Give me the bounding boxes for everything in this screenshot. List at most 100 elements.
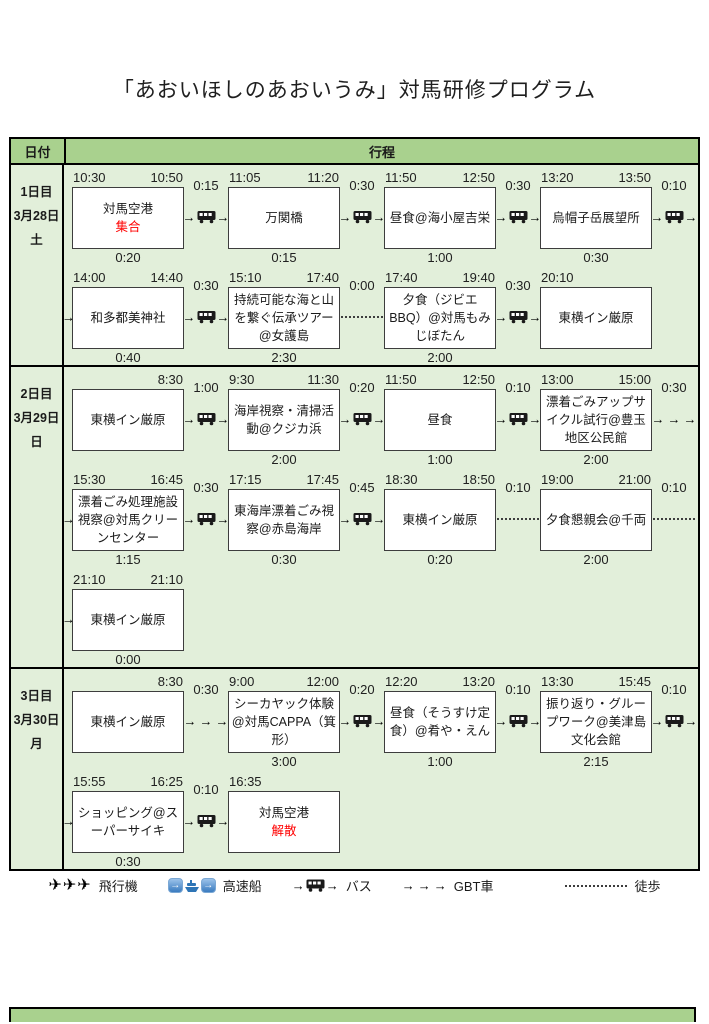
bus-icon — [197, 311, 215, 324]
arrow-icon: → — [216, 511, 230, 527]
transfer-duration: 0:00 — [349, 278, 375, 293]
transfer-duration: 0:10 — [661, 480, 687, 495]
arrow-icon: → — [182, 511, 196, 527]
activity-end-time: 10:50 — [150, 170, 183, 185]
plane-icon: ✈✈✈ — [48, 877, 91, 894]
arrow-icon: → — [401, 878, 415, 893]
transfer-bus: 0:10→→ — [494, 669, 542, 769]
day-label-line: 3月28日 — [13, 208, 60, 223]
transfer-bus: 0:20→→ — [339, 367, 386, 467]
activity-box: ショッピング@スーパーサイキ — [72, 791, 184, 853]
arrow-icon: → — [215, 713, 229, 729]
transfer-duration: 0:30 — [193, 480, 219, 495]
activity-start-time: 16:35 — [229, 774, 262, 789]
activity-times: 8:30 — [72, 367, 184, 389]
walk-dots-icon — [341, 316, 383, 318]
transfer-duration: 0:20 — [349, 380, 375, 395]
activity-box: 持続可能な海と山を繋ぐ伝承ツアー@女護島 — [228, 287, 340, 349]
transfer-icon-row: →→ — [495, 311, 542, 324]
arrow-icon: → — [291, 878, 305, 893]
activity-duration: 3:00 — [271, 754, 297, 769]
transfer-bus: 1:00→→ — [183, 367, 230, 467]
transfer-duration: 0:30 — [661, 380, 687, 395]
activity-card: 8:30 東横イン厳原 — [72, 669, 184, 772]
arrow-icon: → — [650, 713, 664, 729]
transfer-icon-row: →→ — [339, 715, 386, 728]
activity-label: 昼食 — [427, 412, 453, 427]
arrow-icon: → — [417, 878, 431, 893]
bus-icon: →→ — [292, 879, 339, 892]
next-page-header-strip — [9, 1007, 696, 1022]
transfer-icon-row: →→ — [183, 211, 230, 224]
bus-icon — [509, 413, 527, 426]
transfer-icon-row: →→ — [183, 311, 230, 324]
activity-label: 昼食（そうすけ定食）@肴や・えん — [389, 705, 491, 738]
activity-duration: 2:00 — [427, 350, 453, 365]
activity-label: 対馬空港 — [258, 805, 309, 820]
table-header-row: 日付 行程 — [11, 139, 698, 165]
activity-end-time: 16:25 — [150, 774, 183, 789]
activity-duration: 0:30 — [583, 250, 609, 265]
bus-icon — [306, 879, 325, 892]
activity-start-time: 10:30 — [73, 170, 106, 185]
transfer-duration: 0:10 — [661, 178, 687, 193]
transfer-duration: 0:10 — [505, 480, 531, 495]
ferry-arrow-icon: → — [167, 878, 183, 893]
activity-box: 夕食懇親会@千両 — [540, 489, 652, 551]
activity-start-time: 13:20 — [541, 170, 574, 185]
activity-times: 16:35 — [228, 769, 340, 791]
activity-duration: 1:00 — [427, 754, 453, 769]
activity-end-time: 14:40 — [150, 270, 183, 285]
activity-start-time: 13:00 — [541, 372, 574, 387]
transfer-icon-row: →→ — [650, 713, 698, 729]
activity-label: 夕食懇親会@千両 — [545, 512, 647, 527]
activity-box: 昼食@海小屋吉栄 — [384, 187, 496, 249]
activity-end-time: 8:30 — [157, 674, 183, 689]
arrow-icon: → — [528, 713, 542, 729]
transfer-duration: 0:15 — [193, 178, 219, 193]
bus-icon — [509, 211, 527, 224]
activity-start-time: 13:30 — [541, 674, 574, 689]
transfer-gbt: 0:30 →→→ — [184, 669, 229, 769]
activity-end-time: 8:30 — [157, 372, 183, 387]
ship-icon — [184, 879, 199, 892]
activity-end-time: 12:50 — [462, 372, 495, 387]
transfer-duration: 0:10 — [661, 682, 687, 697]
transfer-duration: 0:20 — [349, 682, 375, 697]
continuation-arrow-icon: → — [62, 813, 75, 829]
legend-item-walk: 徒歩 — [565, 876, 661, 895]
activity-duration: 1:15 — [115, 552, 141, 567]
arrow-icon: → — [494, 713, 508, 729]
activity-start-time: 19:00 — [541, 472, 574, 487]
activity-start-time: 11:50 — [385, 372, 417, 387]
bus-icon — [509, 715, 527, 728]
date-column-header: 日付 — [11, 139, 66, 163]
activity-start-time: 15:55 — [73, 774, 106, 789]
transfer-duration: 0:30 — [505, 178, 531, 193]
activity-box: 東海岸漂着ごみ視察@赤島海岸 — [228, 489, 340, 551]
ferry-icon: →→ — [167, 878, 216, 893]
gbt-icon: →→→ — [184, 715, 229, 728]
activity-duration — [540, 349, 652, 368]
transfer-duration: 0:30 — [193, 682, 219, 697]
activity-label: 振り返り・グループワーク@美津島文化会館 — [545, 696, 647, 748]
bus-icon — [353, 513, 371, 526]
activity-box: 東横イン厳原 — [72, 691, 184, 753]
